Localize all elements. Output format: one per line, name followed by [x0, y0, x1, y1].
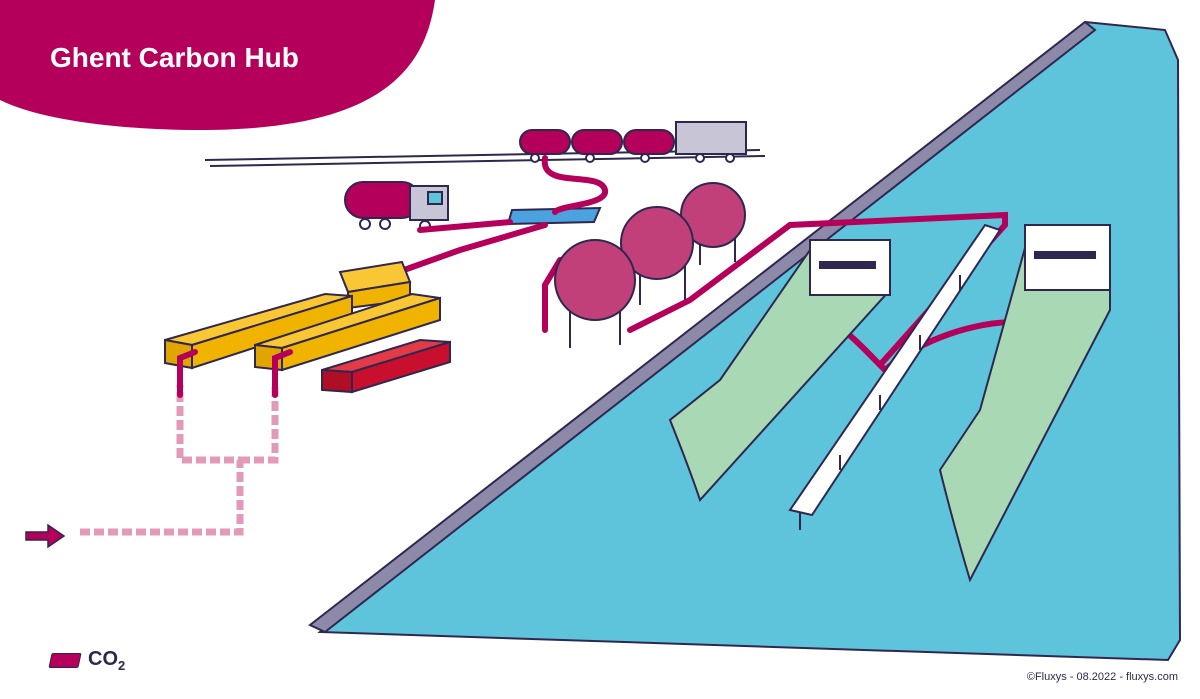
ship-right [938, 224, 1111, 583]
credit-text: ©Fluxys - 08.2022 - fluxys.com [1026, 671, 1178, 683]
industrial-plant [164, 260, 451, 394]
legend-label: CO2 [88, 648, 126, 673]
legend: CO2 [48, 648, 126, 673]
quay-edge [308, 20, 1097, 634]
title-badge [0, 0, 435, 130]
inflow-arrow-icon [25, 523, 66, 549]
inflow-pipes [80, 385, 279, 536]
storage-spheres [554, 182, 746, 348]
jetty [788, 223, 1002, 530]
tank-train [519, 121, 747, 163]
ship-left [668, 239, 892, 502]
co2-swatch-icon [48, 653, 82, 668]
inflow-pipe-heads [177, 349, 293, 398]
tank-truck [344, 181, 449, 232]
page-title: Ghent Carbon Hub [50, 42, 299, 73]
